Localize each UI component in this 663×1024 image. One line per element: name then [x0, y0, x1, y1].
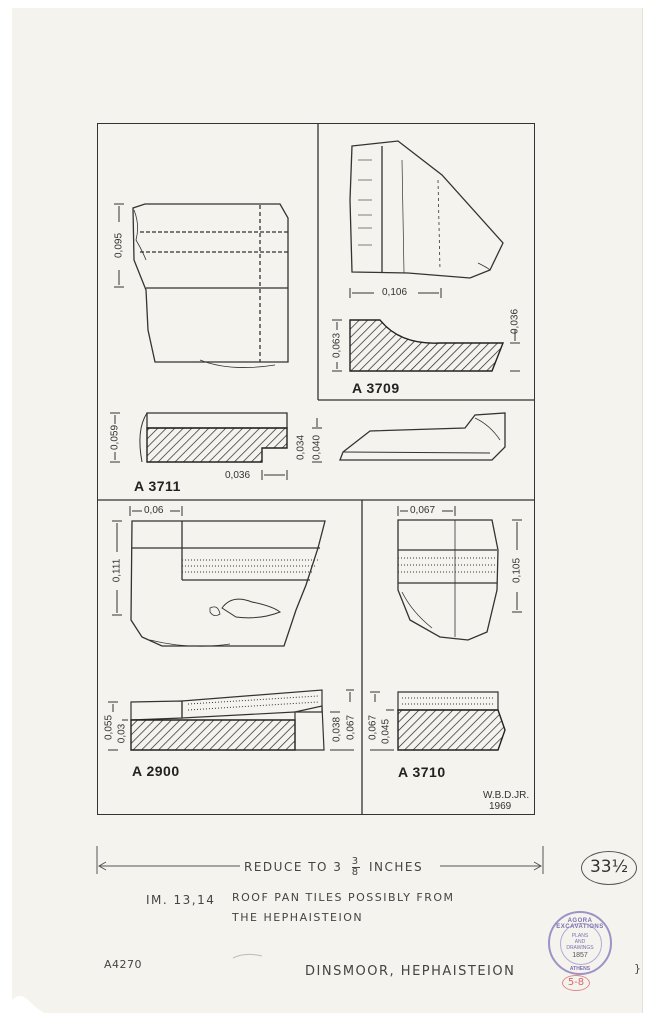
dim-a2900-height-top: 0,111 — [111, 558, 123, 583]
dim-a3710-h2: 0,045 — [380, 718, 392, 745]
dim-a3709-width-text: 0,106 — [382, 287, 408, 298]
dim-a2900-top — [112, 506, 183, 616]
dim-a3710-height-top: 0,105 — [511, 557, 523, 584]
agora-stamp: AGORA EXCAVATIONS PLANS AND DRAWINGS 185… — [548, 911, 612, 975]
tile-a3711-section — [139, 412, 506, 463]
credit-name: W.B.D.JR. — [483, 790, 530, 801]
dim-a3710-h1: 0,067 — [367, 714, 379, 741]
dim-a2900-h2: 0,03 — [116, 723, 128, 744]
dim-top-left-height: 0,095 — [113, 232, 125, 259]
drawing-frame — [97, 123, 535, 815]
stamp-number: 1857 — [572, 952, 588, 959]
catalog-number: A4270 — [104, 958, 143, 971]
stamp-ring-top: AGORA EXCAVATIONS — [556, 918, 604, 930]
label-a2900: A 2900 — [132, 763, 180, 779]
pencil-trace — [232, 953, 263, 959]
tile-a3710-section — [397, 691, 506, 751]
drawing-sheet — [12, 8, 643, 1013]
tile-top-left-plan — [132, 203, 289, 368]
desc-line-2: THE HEPHAISTEION — [232, 911, 364, 924]
dim-a3710-width-top: 0,067 — [410, 505, 436, 516]
dim-a3711-height-left: 0,059 — [109, 424, 121, 451]
reduce-fraction: 3 8 — [351, 856, 360, 878]
dim-a2900-h3: 0,038 — [331, 716, 343, 743]
credit-year: 1969 — [489, 801, 512, 812]
reduce-note: REDUCE TO 3 3 8 INCHES — [244, 857, 423, 878]
reduce-suffix: INCHES — [368, 860, 424, 874]
drawing-title: DINSMOOR, HEPHAISTEION — [305, 964, 516, 979]
dim-a2900-section — [108, 689, 354, 751]
stamp-inner-ring — [560, 923, 602, 965]
reduce-num: 3 — [351, 856, 360, 868]
tile-a2900-section — [130, 689, 325, 751]
dim-a3709-height-right: 0,036 — [509, 308, 521, 335]
stamp-center: PLANS AND DRAWINGS — [566, 933, 594, 951]
dim-a2900-h4: 0,067 — [345, 714, 357, 741]
desc-line-1: ROOF PAN TILES POSSIBLY FROM — [232, 891, 455, 904]
reduce-prefix: REDUCE TO 3 — [244, 860, 343, 874]
reduce-arrow-line — [96, 846, 544, 874]
dim-a3709-height-left: 0,063 — [331, 332, 343, 359]
dim-a3711-height-b: 0,040 — [311, 434, 323, 461]
sheet-number: 33½ — [581, 851, 637, 885]
ref-note: IM. 13,14 — [146, 893, 216, 907]
dim-a3710-top — [397, 506, 522, 613]
dim-a3711 — [110, 412, 322, 480]
tile-a3710-plan — [397, 519, 499, 641]
red-mark: 5-8 — [562, 975, 590, 991]
reduce-den: 8 — [351, 867, 360, 878]
label-a3710: A 3710 — [398, 764, 446, 780]
tile-a3709-section — [349, 319, 505, 372]
margin-mark: } — [634, 962, 643, 975]
dim-a3709-section — [332, 319, 520, 372]
stamp-ring-bottom: ATHENS — [569, 966, 591, 972]
dim-a3709-width — [349, 288, 442, 298]
dim-a2900-h1: 0,055 — [103, 714, 115, 741]
dim-a2900-width-top: 0,06 — [144, 505, 164, 516]
tile-a2900-plan — [130, 520, 326, 647]
dim-top-left — [114, 203, 124, 288]
dim-a3711-height-a: 0,034 — [295, 434, 307, 461]
label-a3711: A 3711 — [134, 478, 181, 494]
dim-a3711-width-bottom: 0,036 — [225, 470, 251, 481]
dim-a3710-section — [370, 691, 394, 751]
tile-a3709-plan — [349, 140, 504, 279]
label-a3709: A 3709 — [352, 380, 400, 396]
